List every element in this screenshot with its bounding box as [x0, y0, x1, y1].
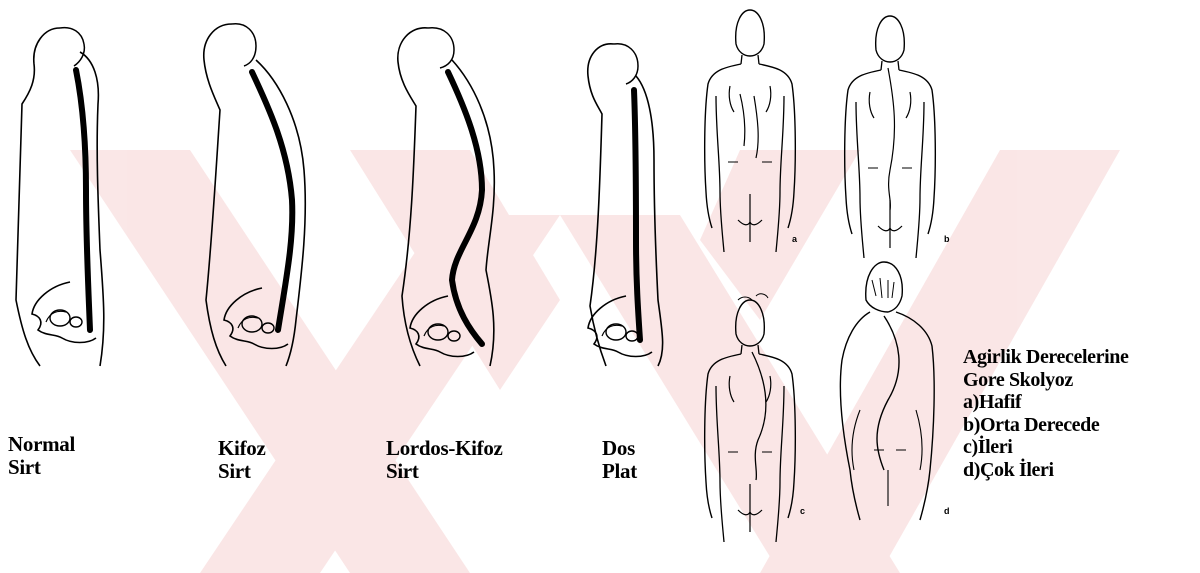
- legend-title: Agirlik Derecelerine: [963, 346, 1128, 369]
- caption-lordos-kifoz-sirt: Lordos-Kifoz Sirt: [386, 437, 503, 483]
- caption-line: Sirt: [8, 456, 75, 479]
- scoliosis-legend: Agirlik Derecelerine Gore Skolyoz a)Hafi…: [963, 346, 1128, 481]
- back-label-b: b: [944, 234, 950, 244]
- side-figure-kifoz: [204, 24, 306, 366]
- back-label-d: d: [944, 506, 950, 516]
- back-label-a: a: [792, 234, 797, 244]
- caption-line: Kifoz: [218, 437, 265, 460]
- spine-curve: [252, 72, 292, 330]
- caption-kifoz-sirt: Kifoz Sirt: [218, 437, 265, 483]
- spine-curve: [76, 70, 90, 330]
- back-figure-b: [845, 16, 936, 258]
- legend-item: c)İleri: [963, 436, 1128, 459]
- legend-item: a)Hafif: [963, 391, 1128, 414]
- back-figure-a: [705, 10, 796, 252]
- side-figure-lordos-kifoz: [398, 28, 495, 366]
- caption-line: Plat: [602, 460, 637, 483]
- back-figure-c: [705, 294, 796, 542]
- caption-normal-sirt: Normal Sirt: [8, 433, 75, 479]
- caption-dos-plat: Dos Plat: [602, 437, 637, 483]
- caption-line: Sirt: [218, 460, 265, 483]
- caption-line: Normal: [8, 433, 75, 456]
- side-figure-normal: [16, 28, 104, 366]
- spine-curve: [877, 316, 899, 470]
- back-figure-d: [840, 262, 934, 520]
- legend-item: d)Çok İleri: [963, 459, 1128, 482]
- spine-curve: [448, 72, 482, 344]
- legend-subtitle: Gore Skolyoz: [963, 369, 1128, 392]
- caption-line: Sirt: [386, 460, 503, 483]
- caption-line: Dos: [602, 437, 637, 460]
- spine-curve: [634, 90, 640, 340]
- caption-line: Lordos-Kifoz: [386, 437, 503, 460]
- legend-item: b)Orta Derecede: [963, 414, 1128, 437]
- side-figure-dos-plat: [588, 44, 663, 366]
- back-label-c: c: [800, 506, 805, 516]
